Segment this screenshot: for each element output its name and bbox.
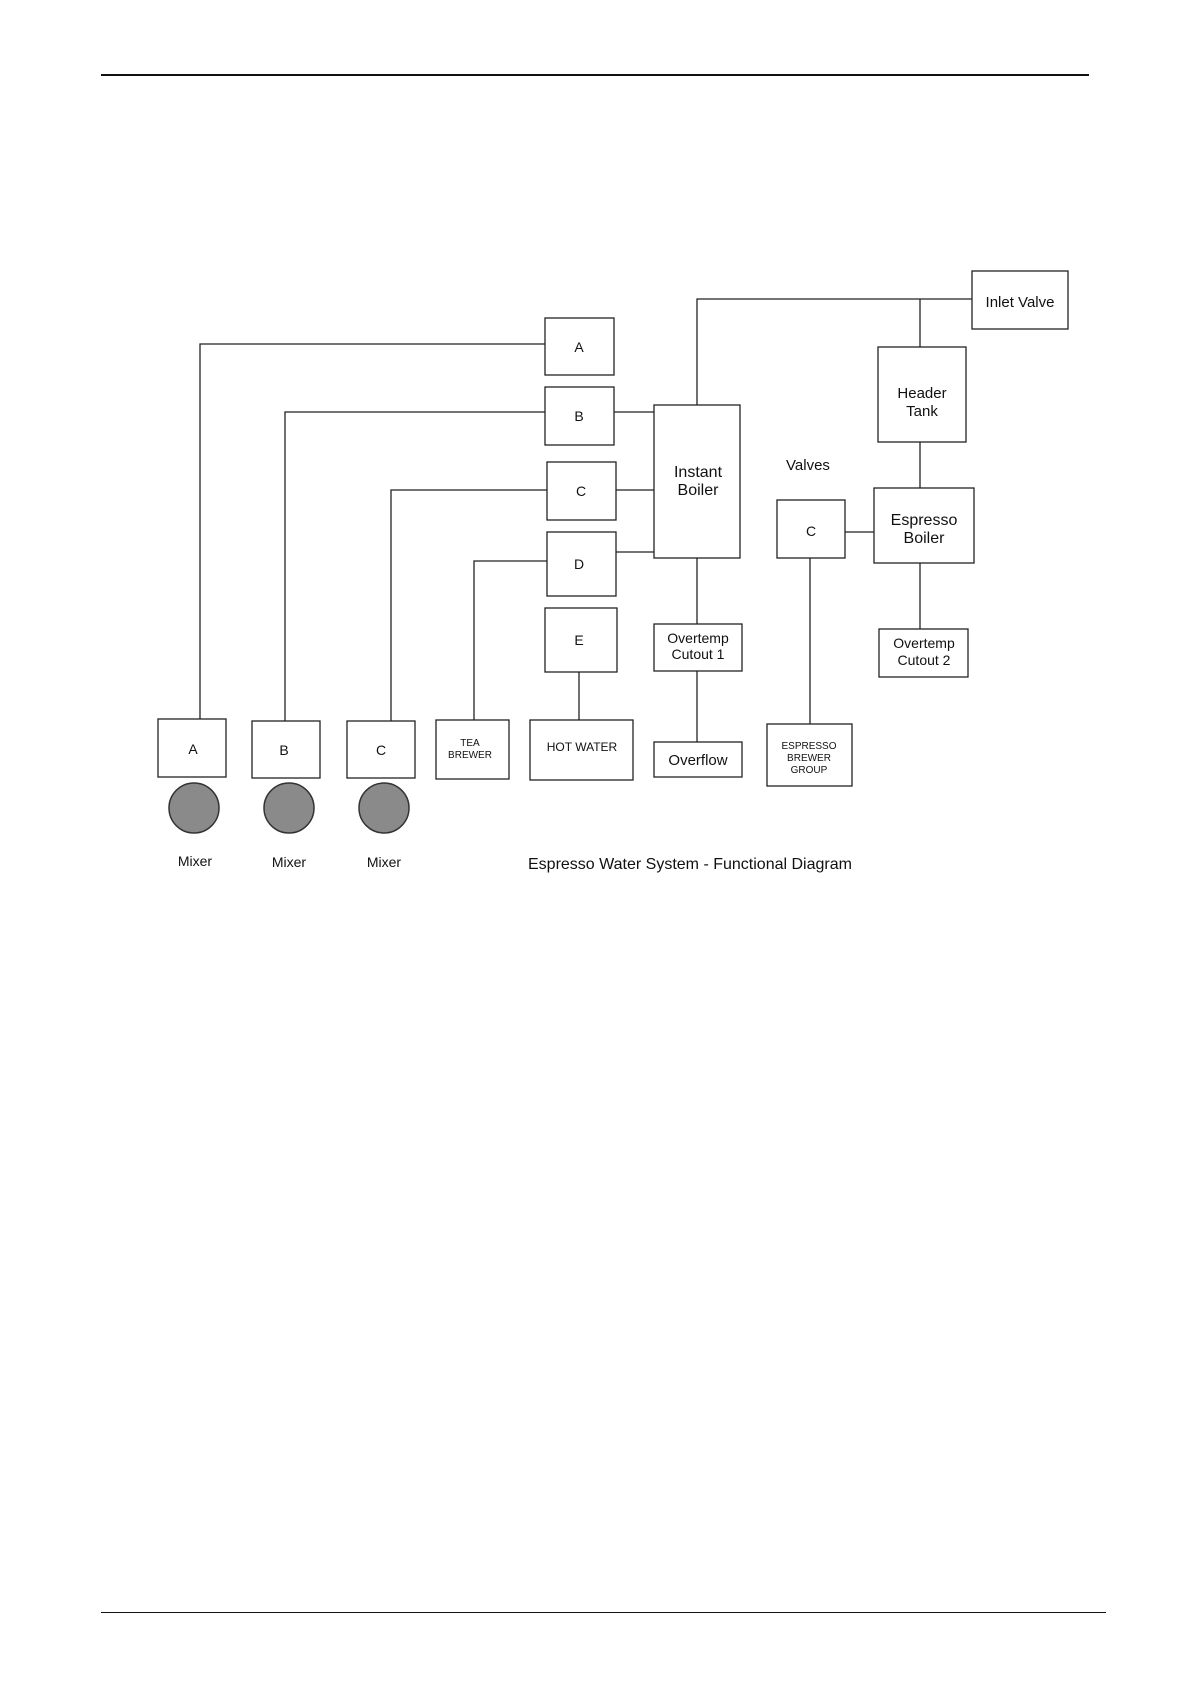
header-tank-label-line-1: Header [897,385,946,402]
overflow-label: Overflow [668,752,727,769]
tea-brewer-label-line-1: TEA [460,738,480,749]
pipe-valve-d-to-tea-brewer [474,561,547,720]
pipe-valve-c-to-mixer-c [391,490,547,721]
instant-boiler-label-line-1: Instant [674,464,723,481]
espresso-brewer-group: ESPRESSO BREWER GROUP [767,724,852,786]
valve-e: E [545,608,617,672]
hot-water-label: HOT WATER [547,740,618,754]
footer-rule [101,1612,1106,1613]
espresso-boiler-label-line-1: Espresso [891,512,958,529]
mixer-b-circle [264,783,314,833]
valve-a: A [545,318,614,375]
header-tank: Header Tank [878,347,966,442]
inlet-valve-label: Inlet Valve [986,294,1055,311]
mixer-a: A Mixer [158,719,226,869]
mixer-c-label: C [376,742,386,758]
overtemp-cutout-2-label-line-2: Cutout 2 [898,652,951,668]
espresso-valve-c-label: C [806,523,816,539]
overtemp-cutout-1-label-line-1: Overtemp [667,630,729,646]
instant-boiler-label-line-2: Boiler [678,482,720,499]
valve-c-label: C [576,483,586,499]
espresso-valve-c: C [777,500,845,558]
valves-label: Valves [786,457,830,474]
hot-water: HOT WATER [530,720,633,780]
mixer-a-circle [169,783,219,833]
mixer-c-name: Mixer [367,854,402,870]
espresso-boiler: Espresso Boiler [874,488,974,563]
mixer-c-circle [359,783,409,833]
diagram-title: Espresso Water System - Functional Diagr… [528,856,852,873]
overtemp-cutout-2-label-line-1: Overtemp [893,635,955,651]
overflow: Overflow [654,742,742,777]
overtemp-cutout-2: Overtemp Cutout 2 [879,629,968,677]
inlet-valve: Inlet Valve [972,271,1068,329]
valve-b-label: B [574,408,583,424]
mixer-b: B Mixer [252,721,320,870]
espresso-brewer-group-label-line-2: BREWER [787,753,831,764]
mixer-c: C Mixer [347,721,415,870]
espresso-boiler-label-line-2: Boiler [904,530,946,547]
pipe-valve-b-to-mixer-b [285,412,545,721]
overtemp-cutout-1-label-line-2: Cutout 1 [672,646,725,662]
mixer-a-name: Mixer [178,853,213,869]
tea-brewer: TEA BREWER [436,720,509,779]
valve-b: B [545,387,614,445]
mixer-b-label: B [279,742,288,758]
mixer-b-name: Mixer [272,854,307,870]
valve-a-label: A [574,339,584,355]
valve-d: D [547,532,616,596]
header-tank-label-line-2: Tank [906,403,938,420]
valve-e-label: E [574,632,583,648]
overtemp-cutout-1: Overtemp Cutout 1 [654,624,742,671]
valve-d-label: D [574,556,584,572]
instant-boiler: Instant Boiler [654,405,740,558]
pipe-valve-a-to-mixer-a [200,344,545,719]
mixer-a-label: A [188,741,198,757]
espresso-brewer-group-label-line-1: ESPRESSO [781,741,836,752]
tea-brewer-label-line-2: BREWER [448,750,492,761]
espresso-brewer-group-label-line-3: GROUP [791,765,828,776]
valve-c: C [547,462,616,520]
